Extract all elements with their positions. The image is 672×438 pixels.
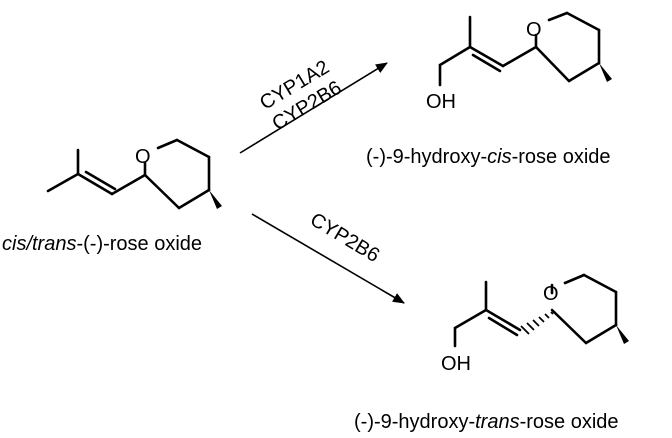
bottom-reaction-arrow	[251, 213, 405, 304]
reactant-ring-oxygen: O	[135, 146, 151, 168]
product-cis-hydroxyl: OH	[426, 91, 456, 113]
reactant-name: cis/trans-(-)-rose oxide	[2, 233, 202, 255]
product-cis-ring-oxygen: O	[526, 19, 542, 41]
top-reaction-arrow	[239, 62, 388, 154]
product-trans-hashed-bond	[520, 311, 554, 335]
product-cis-name: (-)-9-hydroxy-cis-rose oxide	[366, 146, 611, 168]
product-trans-ring-oxygen: O	[543, 283, 559, 305]
product-trans-structure: O OH	[441, 273, 629, 375]
product-cis-structure: O OH	[426, 11, 612, 113]
product-trans-hydroxyl: OH	[441, 353, 471, 375]
product-trans-name: (-)-9-hydroxy-trans-rose oxide	[354, 411, 619, 433]
bottom-arrow-enzyme-1: CYP2B6	[306, 209, 383, 267]
reactant-structure: O	[46, 138, 222, 210]
